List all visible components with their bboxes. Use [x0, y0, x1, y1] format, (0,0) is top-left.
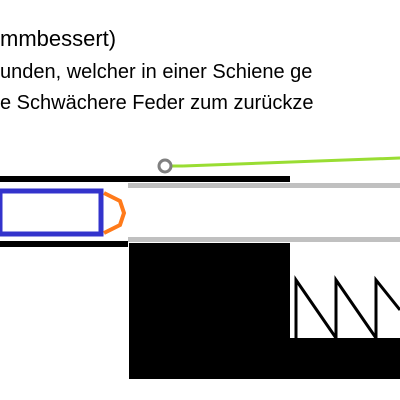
housing-block [129, 243, 290, 379]
spring-base [290, 338, 400, 379]
spring-icon [294, 275, 400, 343]
description-line-1: mmbessert) [0, 26, 117, 51]
pull-wire [182, 156, 400, 168]
bolt-tip [103, 191, 127, 235]
description-line-2: unden, welcher in einer Schiene ge [0, 61, 313, 83]
pivot-icon [157, 158, 173, 174]
description-line-3: e Schwächere Feder zum zurückze [0, 92, 314, 114]
bottom-rail-light [128, 237, 400, 242]
top-rail [0, 176, 290, 182]
bottom-rail [0, 241, 128, 247]
bolt-body [0, 188, 104, 237]
top-rail-light [128, 183, 400, 188]
